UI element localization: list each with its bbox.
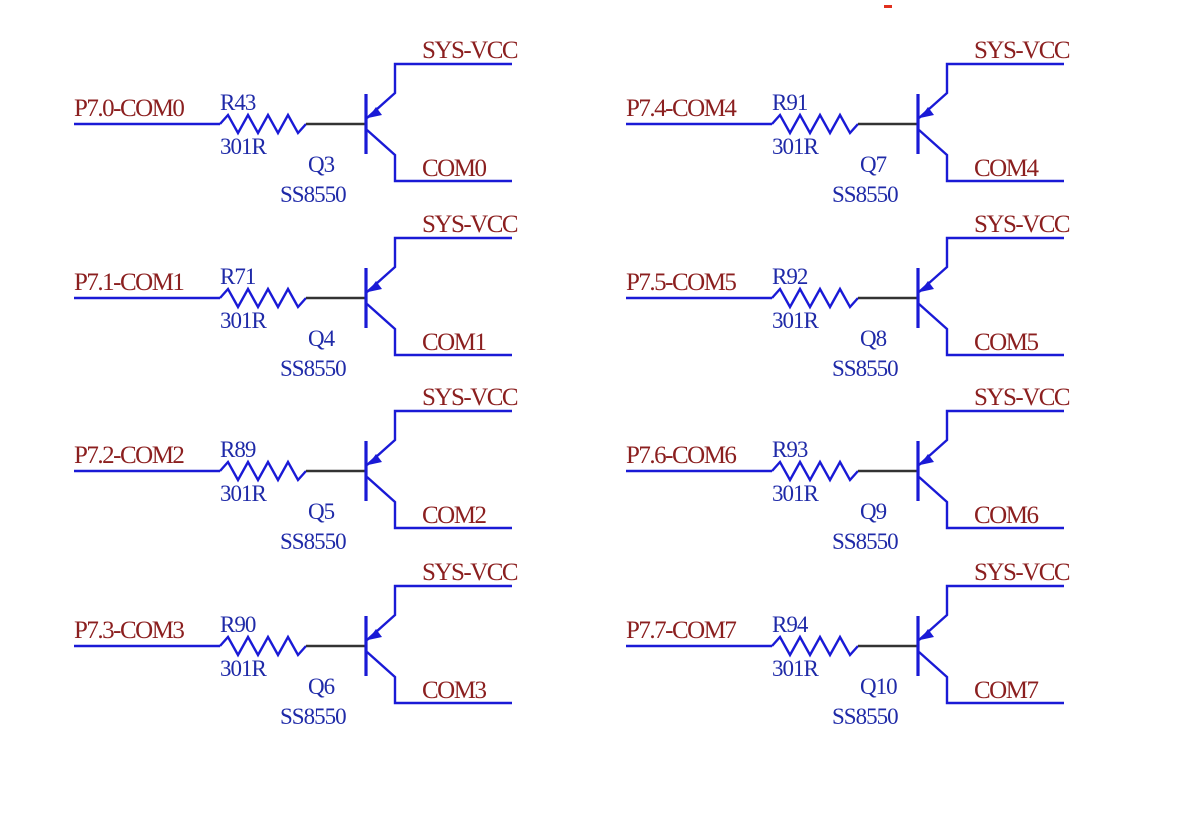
transistor-part-label: SS8550 xyxy=(832,704,898,729)
collector-lead xyxy=(366,129,512,183)
supply-net-label: SYS-VCC xyxy=(974,37,1070,64)
input-net-label: P7.5-COM5 xyxy=(626,269,736,296)
collector-lead xyxy=(366,303,512,357)
resistor-ref-label: R43 xyxy=(220,90,256,115)
resistor-value-label: 301R xyxy=(220,308,268,333)
resistor-ref-label: R71 xyxy=(220,264,256,289)
transistor-ref-label: Q4 xyxy=(308,326,336,351)
output-net-label: COM7 xyxy=(974,677,1038,704)
emitter-arrow xyxy=(920,629,934,640)
resistor-ref-label: R94 xyxy=(772,612,809,637)
resistor-symbol xyxy=(219,286,307,310)
resistor-ref-label: R92 xyxy=(772,264,808,289)
output-net-label: COM0 xyxy=(422,155,486,182)
resistor-value-label: 301R xyxy=(220,656,268,681)
emitter-lead xyxy=(366,236,512,293)
transistor-part-label: SS8550 xyxy=(280,704,346,729)
collector-lead xyxy=(366,651,512,705)
input-net-label: P7.1-COM1 xyxy=(74,269,183,296)
input-net-label: P7.2-COM2 xyxy=(74,442,184,469)
top-marker xyxy=(884,5,892,8)
transistor-part-label: SS8550 xyxy=(832,182,898,207)
collector-lead xyxy=(918,476,1064,530)
transistor-ref-label: Q9 xyxy=(860,499,887,524)
output-net-label: COM6 xyxy=(974,502,1038,529)
resistor-value-label: 301R xyxy=(772,481,820,506)
resistor-ref-label: R90 xyxy=(220,612,256,637)
input-net-label: P7.4-COM4 xyxy=(626,95,737,122)
emitter-lead xyxy=(366,409,512,466)
collector-lead xyxy=(918,129,1064,183)
input-net-label: P7.0-COM0 xyxy=(74,95,184,122)
output-net-label: COM2 xyxy=(422,502,486,529)
emitter-arrow xyxy=(368,281,382,292)
emitter-lead xyxy=(918,62,1064,119)
supply-net-label: SYS-VCC xyxy=(422,384,518,411)
transistor-ref-label: Q6 xyxy=(308,674,335,699)
transistor-part-label: SS8550 xyxy=(280,182,346,207)
emitter-lead xyxy=(366,62,512,119)
resistor-ref-label: R91 xyxy=(772,90,808,115)
resistor-symbol xyxy=(771,286,859,310)
resistor-ref-label: R89 xyxy=(220,437,256,462)
collector-lead xyxy=(918,651,1064,705)
transistor-ref-label: Q10 xyxy=(860,674,897,699)
resistor-symbol xyxy=(771,634,859,658)
transistor-ref-label: Q8 xyxy=(860,326,887,351)
transistor-ref-label: Q7 xyxy=(860,152,887,177)
resistor-symbol xyxy=(219,634,307,658)
supply-net-label: SYS-VCC xyxy=(422,37,518,64)
supply-net-label: SYS-VCC xyxy=(422,211,518,238)
output-net-label: COM4 xyxy=(974,155,1039,182)
input-net-label: P7.7-COM7 xyxy=(626,617,736,644)
emitter-lead xyxy=(918,409,1064,466)
resistor-value-label: 301R xyxy=(772,134,820,159)
emitter-arrow xyxy=(920,281,934,292)
supply-net-label: SYS-VCC xyxy=(974,559,1070,586)
emitter-lead xyxy=(366,584,512,641)
transistor-ref-label: Q3 xyxy=(308,152,335,177)
input-net-label: P7.6-COM6 xyxy=(626,442,736,469)
resistor-ref-label: R93 xyxy=(772,437,808,462)
emitter-lead xyxy=(918,584,1064,641)
resistor-value-label: 301R xyxy=(220,481,268,506)
emitter-arrow xyxy=(368,454,382,465)
resistor-symbol xyxy=(219,459,307,483)
supply-net-label: SYS-VCC xyxy=(974,211,1070,238)
transistor-part-label: SS8550 xyxy=(280,356,346,381)
emitter-lead xyxy=(918,236,1064,293)
resistor-symbol xyxy=(219,112,307,136)
supply-net-label: SYS-VCC xyxy=(422,559,518,586)
emitter-arrow xyxy=(920,454,934,465)
emitter-arrow xyxy=(368,629,382,640)
transistor-ref-label: Q5 xyxy=(308,499,335,524)
resistor-value-label: 301R xyxy=(772,308,820,333)
transistor-part-label: SS8550 xyxy=(832,356,898,381)
collector-lead xyxy=(366,476,512,530)
output-net-label: COM3 xyxy=(422,677,486,704)
input-net-label: P7.3-COM3 xyxy=(74,617,184,644)
resistor-value-label: 301R xyxy=(220,134,268,159)
transistor-part-label: SS8550 xyxy=(832,529,898,554)
supply-net-label: SYS-VCC xyxy=(974,384,1070,411)
resistor-symbol xyxy=(771,459,859,483)
resistor-symbol xyxy=(771,112,859,136)
emitter-arrow xyxy=(368,107,382,118)
emitter-arrow xyxy=(920,107,934,118)
output-net-label: COM5 xyxy=(974,329,1038,356)
output-net-label: COM1 xyxy=(422,329,485,356)
transistor-part-label: SS8550 xyxy=(280,529,346,554)
collector-lead xyxy=(918,303,1064,357)
resistor-value-label: 301R xyxy=(772,656,820,681)
